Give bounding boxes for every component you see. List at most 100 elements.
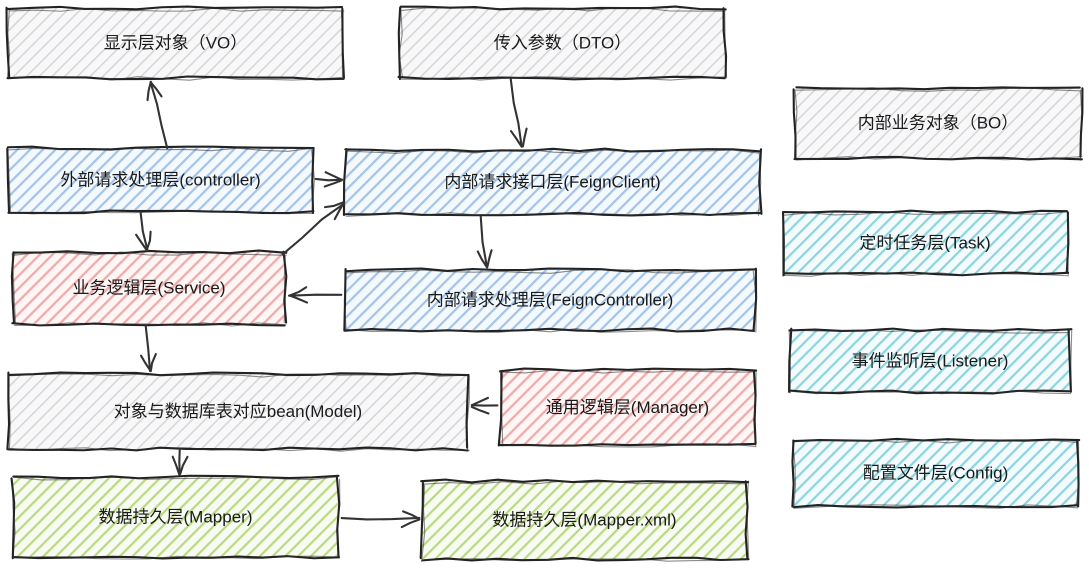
node-tint-dto: [400, 8, 725, 78]
node-tint-listener: [790, 330, 1070, 392]
edge-mapper-to-mapperxml-arrowhead: [400, 510, 421, 529]
edge-dto-to-feignclient: [509, 78, 528, 148]
node-fill-vo: [8, 8, 343, 78]
node-fill-mapper: [13, 477, 338, 557]
node-fill-service: [13, 252, 285, 324]
node-feignclient[interactable]: 内部请求接口层(FeignClient): [342, 147, 763, 217]
edge-mapper-to-mapperxml: [340, 510, 421, 529]
node-tint-service: [13, 252, 285, 324]
node-fill-listener: [790, 330, 1070, 392]
edge-controller-to-service: [135, 211, 152, 252]
edge-feigncontroller-to-service-arrowhead: [288, 286, 309, 304]
node-outline-sketch-service: [11, 251, 287, 327]
node-tint-feigncontroller: [345, 270, 755, 330]
node-tint-bo: [795, 88, 1081, 158]
edge-feignclient-to-feigncontroller: [476, 215, 493, 269]
node-config[interactable]: 配置文件层(Config): [791, 437, 1081, 509]
edge-dto-to-feignclient-arrowhead: [509, 127, 528, 148]
node-tint-vo: [8, 8, 343, 78]
node-outline-controller: [6, 145, 315, 215]
edge-model-to-mapper: [171, 448, 189, 476]
node-label-listener: 事件监听层(Listener): [852, 351, 1009, 370]
node-outline-sketch-controller: [7, 147, 315, 215]
edge-feignclient-to-feigncontroller-arrowhead: [476, 249, 493, 269]
node-listener[interactable]: 事件监听层(Listener): [788, 327, 1073, 395]
edge-feigncontroller-to-service: [287, 286, 343, 304]
node-outline-feignclient: [342, 147, 763, 217]
node-manager[interactable]: 通用逻辑层(Manager): [497, 367, 758, 448]
edge-controller-to-feignclient-line: [314, 177, 344, 182]
node-fill-controller: [8, 148, 313, 212]
node-fill-task: [783, 212, 1067, 274]
edge-service-to-model-line: [144, 323, 152, 373]
edge-controller-to-vo: [146, 80, 169, 150]
node-outline-sketch-mapper: [11, 476, 341, 560]
node-label-config: 配置文件层(Config): [863, 463, 1008, 482]
node-outline-sketch-bo: [793, 87, 1083, 161]
node-outline-sketch-listener: [788, 329, 1073, 395]
node-label-service: 业务逻辑层(Service): [72, 278, 225, 297]
node-label-mapper: 数据持久层(Mapper): [99, 507, 253, 526]
node-tint-task: [783, 212, 1067, 274]
node-tint-mapperxml: [422, 481, 747, 559]
node-fill-bo: [795, 88, 1081, 158]
node-tint-mapper: [13, 477, 338, 557]
edge-model-to-mapper-line: [178, 448, 181, 476]
edge-service-to-model: [139, 323, 157, 373]
node-fill-feigncontroller: [345, 270, 755, 330]
node-label-feigncontroller: 内部请求处理层(FeignController): [427, 290, 674, 309]
node-mapperxml[interactable]: 数据持久层(Mapper.xml): [419, 478, 750, 562]
nodes-layer: 显示层对象（VO） 传入参数（DTO） 内部业务对象（BO） 外部请求处理层(cont…: [5, 5, 1084, 562]
node-label-task: 定时任务层(Task): [859, 233, 990, 252]
node-vo[interactable]: 显示层对象（VO）: [5, 5, 345, 81]
node-controller[interactable]: 外部请求处理层(controller): [6, 145, 315, 215]
node-label-manager: 通用逻辑层(Manager): [546, 398, 709, 417]
node-mapper[interactable]: 数据持久层(Mapper): [10, 474, 341, 560]
node-fill-model: [8, 374, 468, 449]
node-feigncontroller[interactable]: 内部请求处理层(FeignController): [343, 267, 758, 333]
node-outline-sketch-manager: [498, 369, 757, 448]
node-outline-sketch-model: [7, 373, 470, 452]
node-tint-model: [8, 374, 468, 449]
edge-controller-to-vo-arrowhead: [146, 80, 163, 102]
edge-service-to-feignclient-line: [281, 202, 346, 256]
node-bo[interactable]: 内部业务对象（BO）: [792, 86, 1084, 161]
node-outline-task: [781, 209, 1070, 277]
node-outline-sketch-vo: [6, 7, 345, 81]
node-label-model: 对象与数据库表对应bean(Model): [114, 402, 362, 421]
node-outline-sketch-feignclient: [344, 149, 762, 217]
node-label-dto: 传入参数（DTO）: [494, 33, 632, 52]
node-task[interactable]: 定时任务层(Task): [781, 209, 1070, 277]
edge-model-to-mapper-arrowhead: [171, 455, 189, 476]
node-service[interactable]: 业务逻辑层(Service): [10, 249, 288, 327]
node-label-bo: 内部业务对象（BO）: [858, 113, 1019, 132]
edge-dto-to-feignclient-line: [509, 78, 523, 148]
node-label-vo: 显示层对象（VO）: [104, 33, 248, 52]
node-label-controller: 外部请求处理层(controller): [60, 170, 260, 189]
edge-feignclient-to-feigncontroller-line: [479, 215, 489, 269]
node-outline-sketch-feigncontroller: [343, 269, 757, 333]
edge-manager-to-model-arrowhead: [470, 396, 490, 415]
edge-feigncontroller-to-service-line: [287, 293, 343, 297]
node-fill-manager: [500, 370, 755, 445]
edge-manager-to-model: [470, 396, 499, 415]
node-outline-mapperxml: [419, 478, 750, 562]
edge-controller-to-feignclient-arrowhead: [323, 171, 343, 188]
edge-controller-to-vo-line: [149, 81, 169, 150]
node-dto[interactable]: 传入参数（DTO）: [397, 5, 728, 81]
node-fill-config: [793, 440, 1078, 506]
edge-service-to-feignclient-arrowhead: [323, 201, 345, 221]
edge-mapper-to-mapperxml-line: [340, 516, 421, 521]
node-model[interactable]: 对象与数据库表对应bean(Model): [6, 371, 470, 452]
node-outline-sketch-task: [781, 211, 1069, 277]
edges-layer: [135, 78, 528, 529]
node-fill-mapperxml: [422, 481, 747, 559]
node-label-mapperxml: 数据持久层(Mapper.xml): [492, 510, 676, 529]
edge-controller-to-service-line: [139, 211, 149, 252]
node-tint-controller: [8, 148, 313, 212]
node-outline-model: [6, 371, 470, 452]
node-fill-dto: [400, 8, 725, 78]
edge-service-to-feignclient: [281, 201, 346, 256]
